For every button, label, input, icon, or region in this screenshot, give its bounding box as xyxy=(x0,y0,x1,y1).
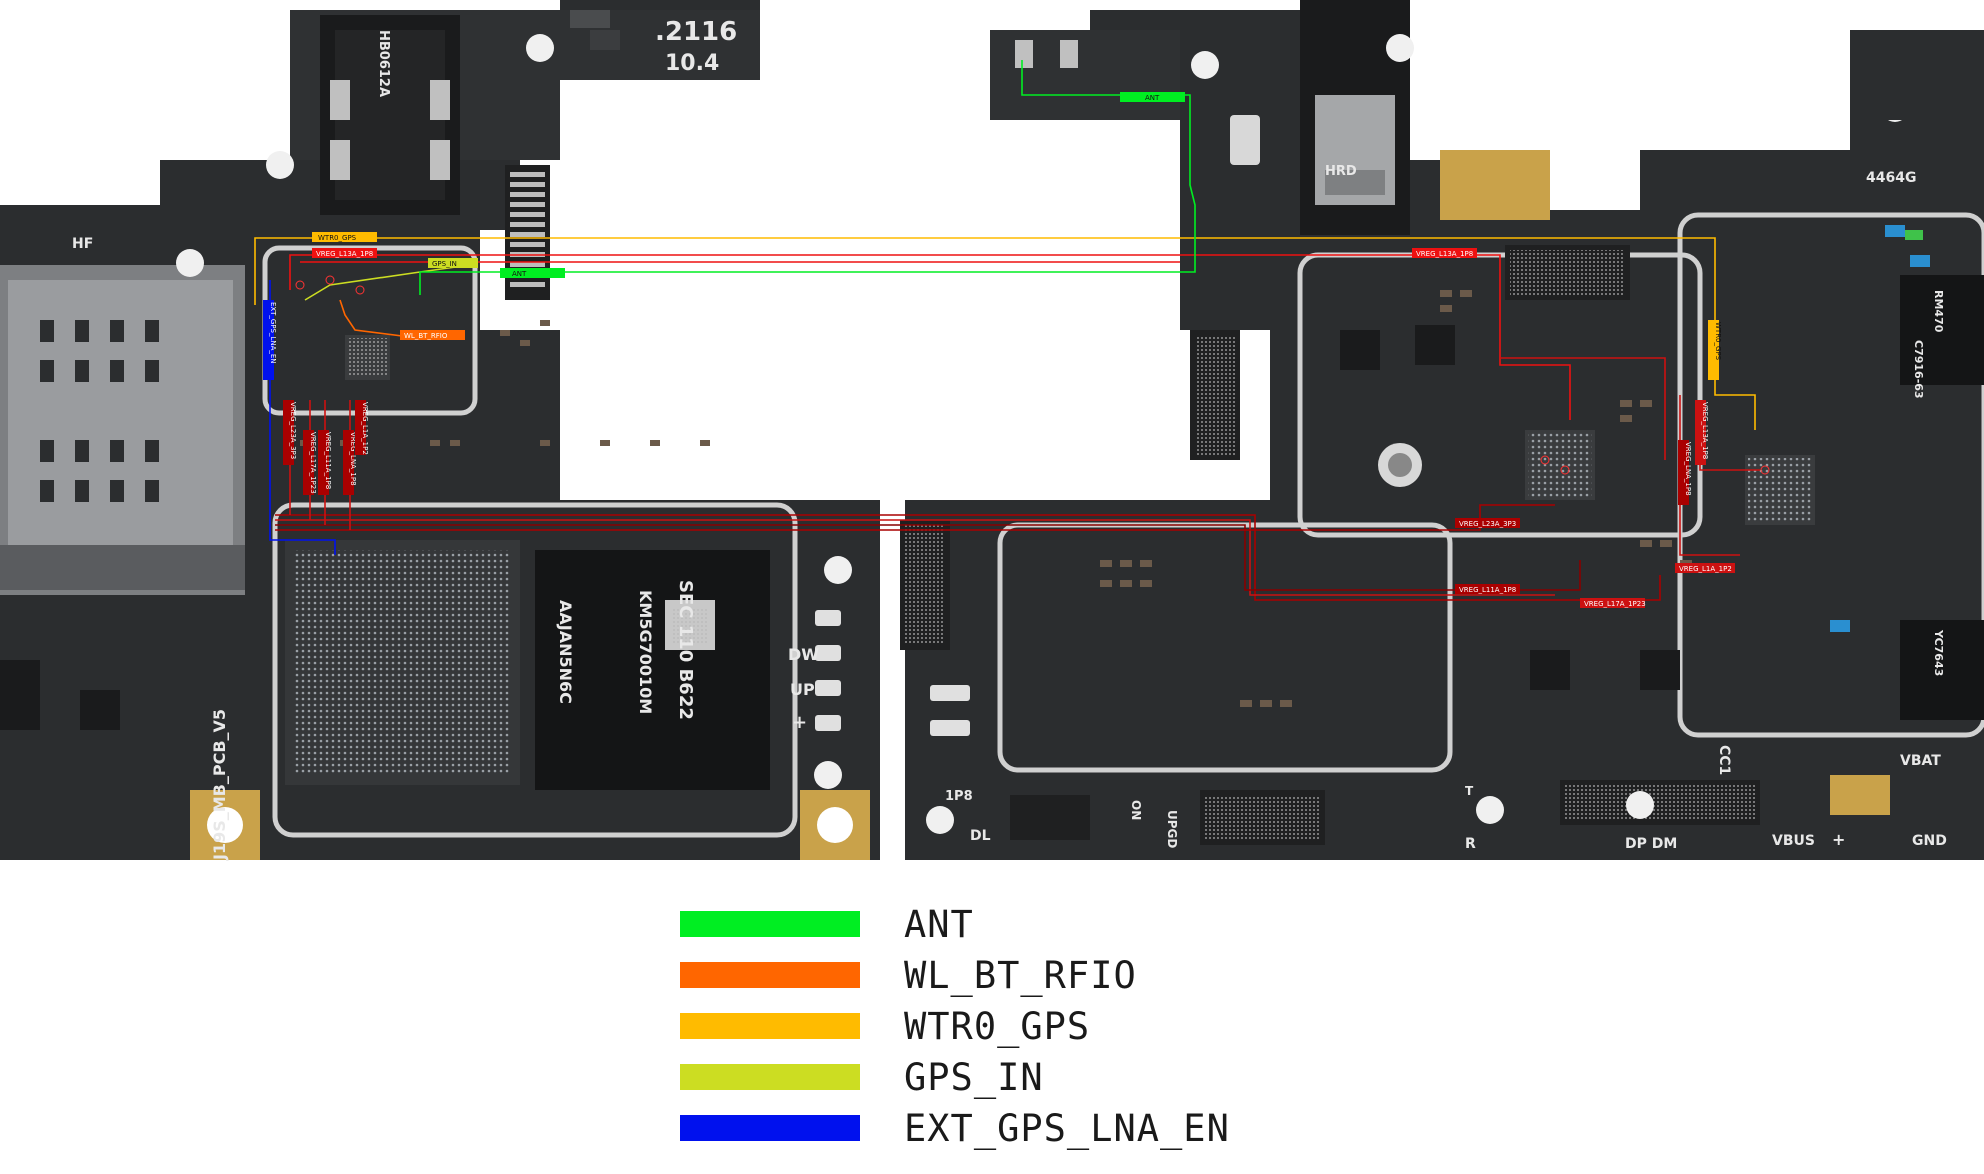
silk-r: R xyxy=(1465,836,1476,852)
legend-label-wl-bt-rfio: WL_BT_RFIO xyxy=(904,954,1137,997)
legend-item: GPS_IN xyxy=(680,1058,1380,1098)
silk-rev: 10.4 xyxy=(665,51,719,76)
silk-gnd: GND xyxy=(1912,833,1947,849)
pcb-svg: .2116 10.4 HF HB0612A J19S_MB_PCB_V5 SEC… xyxy=(0,0,1984,861)
tag-vreg-l13a-r: VREG_L13A_1P8 xyxy=(1416,250,1473,258)
trace-bus-3 xyxy=(275,524,1581,591)
legend-item: EXT_GPS_LNA_EN xyxy=(680,1109,1380,1149)
silk-ic-r3: YC7643 xyxy=(1932,629,1945,676)
tag-vreg-l23a: VREG_L23A_3P3 xyxy=(289,402,297,459)
trace-gps-in xyxy=(304,264,471,301)
tag-ant-r: ANT xyxy=(1145,94,1160,102)
tag-vreg-l11a-r: VREG_L11A_1P8 xyxy=(1459,586,1516,594)
silk-dw: DW xyxy=(788,645,819,664)
silk-plus2: + xyxy=(1832,830,1845,849)
silk-hf: HF xyxy=(72,236,93,252)
silk-dl: DL xyxy=(970,828,991,844)
legend-label-ant: ANT xyxy=(904,903,974,946)
silk-hrd: HRD xyxy=(1325,164,1357,179)
silk-ic-r1: RM470 xyxy=(1932,290,1945,333)
trace-ext-gps-lna xyxy=(269,280,336,555)
legend-label-gps-in: GPS_IN xyxy=(904,1056,1044,1099)
silk-t: T xyxy=(1465,784,1474,798)
silk-chip-mem3: AAJAN5N6C xyxy=(556,600,575,704)
legend-item: WL_BT_RFIO xyxy=(680,956,1380,996)
silk-date-code: .2116 xyxy=(655,17,737,47)
silk-cc1: CC1 xyxy=(1716,745,1732,775)
test-points xyxy=(295,275,1770,475)
silk-chip-mem: SEC 110 B622 xyxy=(675,580,696,720)
tag-ext-gps-lna: EXT_GPS_LNA_EN xyxy=(269,302,277,364)
silk-plus: + xyxy=(792,712,807,733)
legend-label-wtr0-gps: WTR0_GPS xyxy=(904,1005,1091,1048)
silk-ic-r2: C7916-63 xyxy=(1912,340,1925,399)
left-board xyxy=(0,0,880,860)
silk-chip-top: HB0612A xyxy=(376,30,391,97)
tag-vreg-l11a: VREG_L11A_1P8 xyxy=(324,432,332,489)
silk-4464g: 4464G xyxy=(1866,170,1916,186)
pcb-diagram: .2116 10.4 HF HB0612A J19S_MB_PCB_V5 SEC… xyxy=(0,0,1984,861)
right-board xyxy=(900,0,1984,860)
trace-right-1 xyxy=(1500,357,1666,460)
legend-swatch-ext-gps-lna-en xyxy=(680,1115,860,1141)
silk-1p8: 1P8 xyxy=(945,789,973,804)
tag-vreg-lna: VREG_LNA_1P8 xyxy=(349,432,357,486)
tag-gps-in: GPS_IN xyxy=(432,260,457,268)
tag-vreg-l17a-r: VREG_L17A_1P23 xyxy=(1584,600,1646,608)
tag-vreg-l13a: VREG_L13A_1P8 xyxy=(316,250,373,258)
legend-label-ext-gps-lna-en: EXT_GPS_LNA_EN xyxy=(904,1107,1230,1150)
tag-vreg-lna-r: VREG_LNA_1P8 xyxy=(1684,442,1692,496)
silk-chip-mem2: KM5G70010M xyxy=(636,590,655,714)
silk-up: UP xyxy=(790,680,815,699)
legend-item: WTR0_GPS xyxy=(680,1007,1380,1047)
net-tags: WTR0_GPS VREG_L13A_1P8 GPS_IN ANT WL_BT_… xyxy=(263,92,1735,608)
tag-wl-bt-rfio: WL_BT_RFIO xyxy=(404,332,448,340)
legend-swatch-wl-bt-rfio xyxy=(680,962,860,988)
tag-wtr0-gps-r: WTR0_GPS xyxy=(1714,322,1722,361)
tag-vreg-l23a-r: VREG_L23A_3P3 xyxy=(1459,520,1516,528)
silk-dp-dm: DP DM xyxy=(1625,836,1677,852)
trace-bus-2 xyxy=(275,519,1555,596)
silk-vbus: VBUS xyxy=(1772,833,1815,849)
trace-bus-4 xyxy=(275,504,1555,531)
tag-ant: ANT xyxy=(512,270,527,278)
tag-vreg-l1a-r: VREG_L1A_1P2 xyxy=(1679,565,1732,573)
silkscreen: .2116 10.4 HF HB0612A J19S_MB_PCB_V5 SEC… xyxy=(72,17,1947,861)
silk-on: ON xyxy=(1129,800,1143,820)
legend: ANT WL_BT_RFIO WTR0_GPS GPS_IN EXT_GPS_L… xyxy=(680,905,1380,1165)
memory-chip xyxy=(535,550,770,790)
trace-vreg-l13a xyxy=(289,254,1571,420)
legend-swatch-gps-in xyxy=(680,1064,860,1090)
tag-wtr0-gps: WTR0_GPS xyxy=(318,234,357,242)
tag-vreg-l13a-r2: VREG_L13A_1P8 xyxy=(1701,402,1709,459)
tag-vreg-l17a: VREG_L17A_1P23 xyxy=(309,432,317,494)
silk-vbat: VBAT xyxy=(1900,753,1941,769)
silk-board-id: J19S_MB_PCB_V5 xyxy=(210,709,229,861)
trace-wtr0-gps xyxy=(254,237,1756,430)
legend-swatch-wtr0-gps xyxy=(680,1013,860,1039)
trace-bus-1 xyxy=(275,514,1661,601)
legend-item: ANT xyxy=(680,905,1380,945)
tag-vreg-l1a: VREG_L1A_1P2 xyxy=(361,402,369,455)
legend-swatch-ant xyxy=(680,911,860,937)
silk-upgd: UPGD xyxy=(1165,810,1179,848)
